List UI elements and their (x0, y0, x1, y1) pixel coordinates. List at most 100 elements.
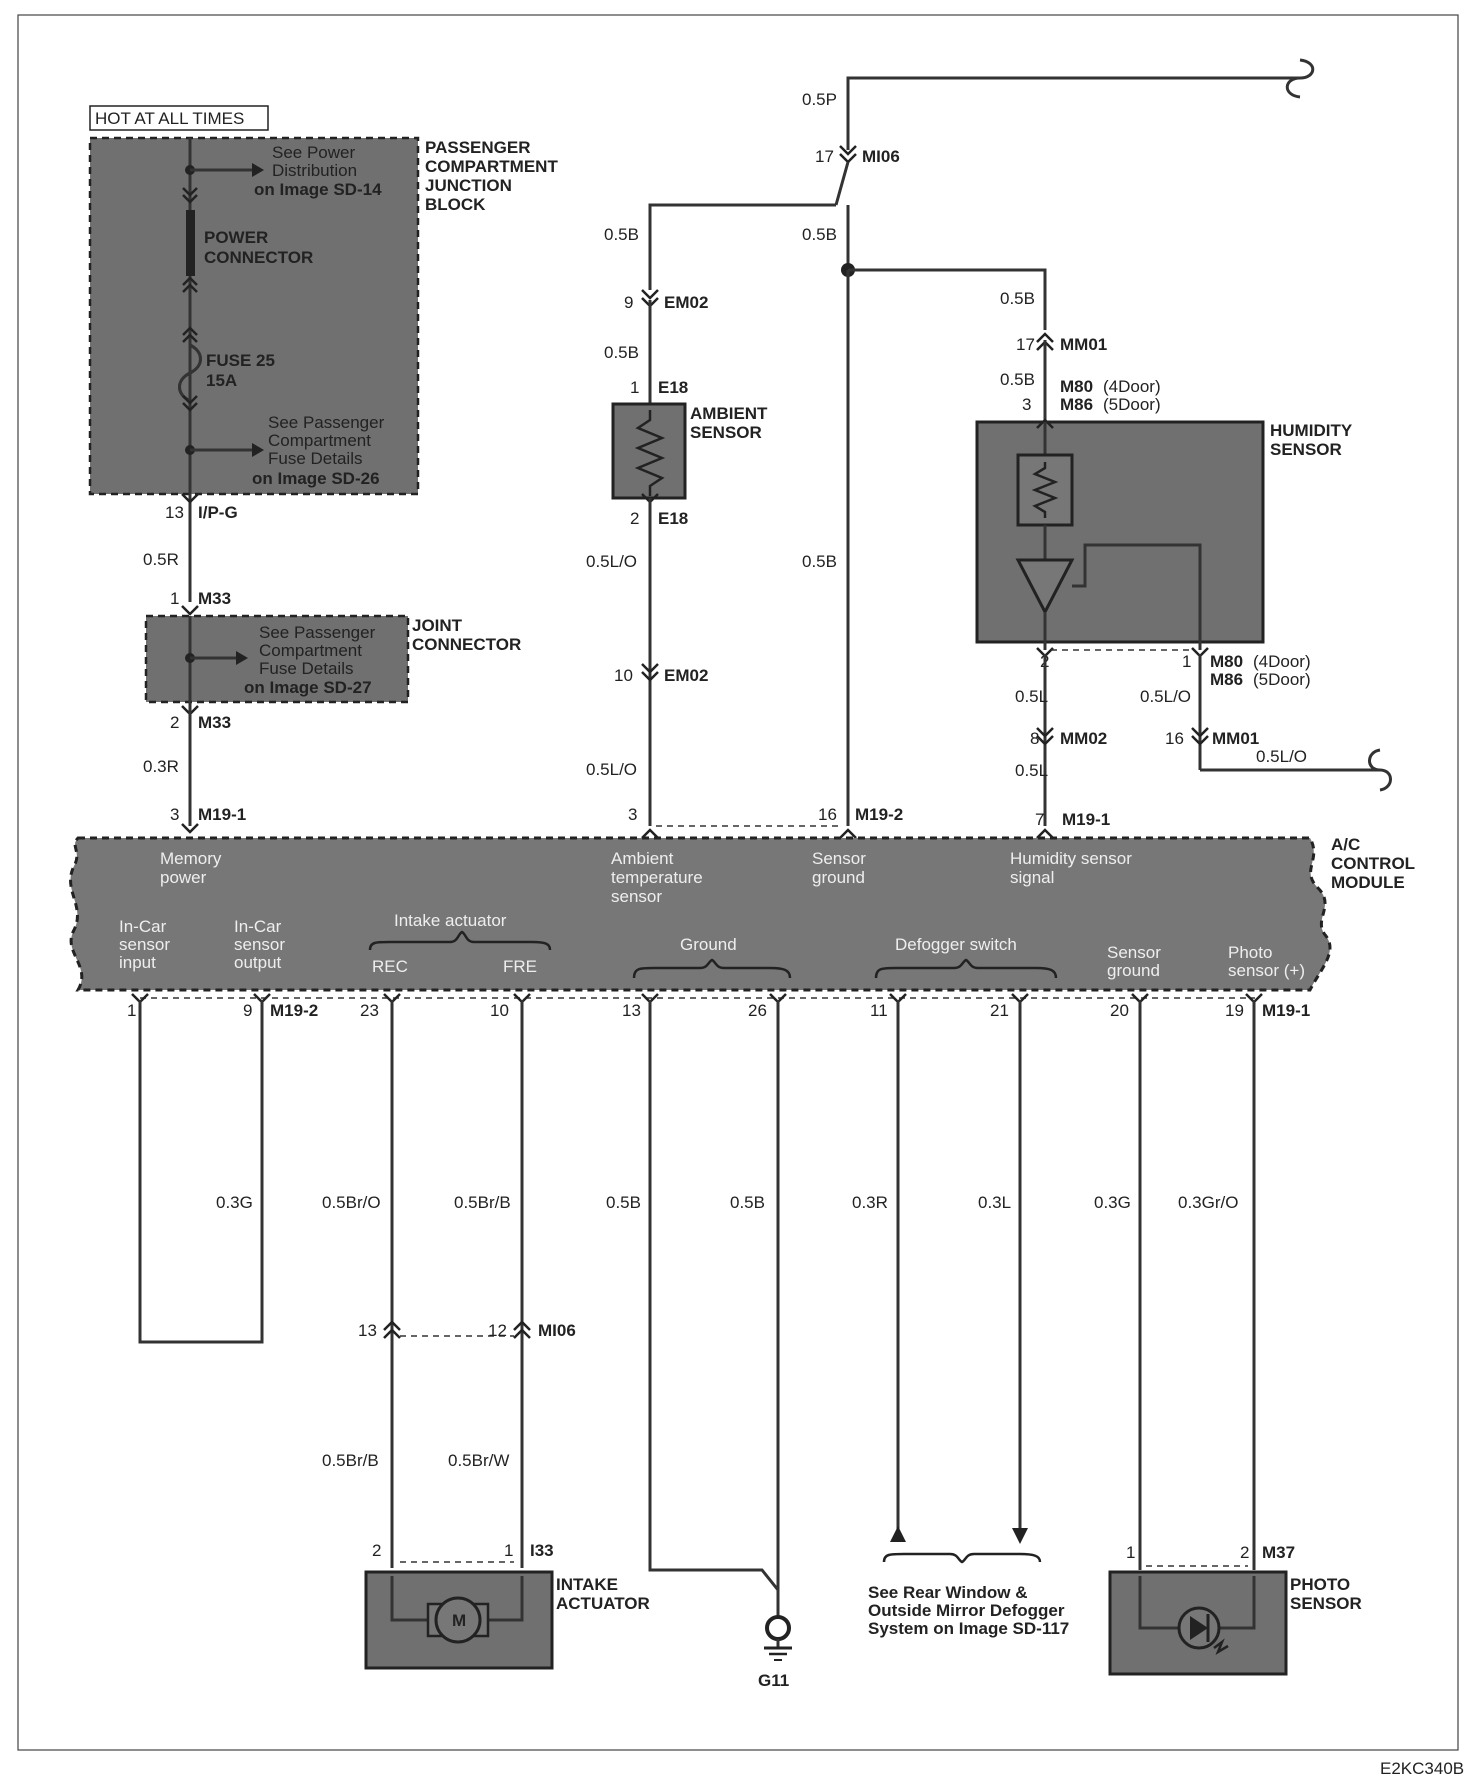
joint-ref-line2: Compartment (259, 641, 362, 660)
conn-m86-top: M86 (1060, 395, 1093, 414)
wire-03l: 0.3L (978, 1193, 1011, 1212)
module-title-1: A/C (1331, 835, 1360, 854)
power-ref-line2: Distribution (272, 161, 357, 180)
ambient-title-1: AMBIENT (690, 404, 768, 423)
conn-m80-4door: (4Door) (1103, 377, 1161, 396)
pin-23: 23 (360, 1001, 379, 1020)
module-defogger: Defogger switch (895, 935, 1017, 954)
pin-17-mm01: 17 (1016, 335, 1035, 354)
conn-e18-bottom: E18 (658, 509, 688, 528)
ac-control-module-box (69, 836, 1332, 992)
pin-3-m19-1: 3 (170, 805, 179, 824)
wire-05b-ambient: 0.5B (604, 343, 639, 362)
motor-label: M (452, 1611, 466, 1630)
amplifier-icon (1015, 558, 1075, 616)
conn-m80-bottom: M80 (1210, 652, 1243, 671)
conn-mi06-bottom: MI06 (538, 1321, 576, 1340)
module-intake-actuator: Intake actuator (394, 911, 507, 930)
wire-05b-mid: 0.5B (802, 225, 837, 244)
diagram-code: E2KC340B (1380, 1759, 1464, 1778)
wire-05lo-lower: 0.5L/O (586, 760, 637, 779)
defogger-ref-1: See Rear Window & (868, 1583, 1028, 1602)
conn-mm01-top: MM01 (1060, 335, 1107, 354)
fuse-ref-line3: Fuse Details (268, 449, 362, 468)
module-incar-input-3: input (119, 953, 156, 972)
joint-ref-line4: on Image SD-27 (244, 678, 372, 697)
wire-03g-photo: 0.3G (1094, 1193, 1131, 1212)
intake-brace (368, 930, 552, 951)
wire-05l-upper: 0.5L (1015, 687, 1048, 706)
module-sensor-ground2-1: Sensor (1107, 943, 1161, 962)
defogger-brace (874, 958, 1058, 979)
conn-mi06-top: MI06 (862, 147, 900, 166)
pin-9-m19-2: 9 (243, 1001, 252, 1020)
module-incar-input-1: In-Car (119, 917, 167, 936)
defogger-down-arrow-icon (1012, 1528, 1028, 1544)
fuse-ref-line4: on Image SD-26 (252, 469, 380, 488)
module-ambient-3: sensor (611, 887, 662, 906)
module-incar-output-3: output (234, 953, 282, 972)
wire-continuation-right (1368, 748, 1392, 792)
wire-03r: 0.3R (143, 757, 179, 776)
conn-m19-1-bottom: M19-1 (1262, 1001, 1310, 1020)
pin-19: 19 (1225, 1001, 1244, 1020)
pin-20: 20 (1110, 1001, 1129, 1020)
module-sensor-ground-2: ground (812, 868, 865, 887)
module-humidity-signal-2: signal (1010, 868, 1054, 887)
ground-point-icon (765, 1615, 791, 1641)
defogger-ref-3: System on Image SD-117 (868, 1619, 1069, 1638)
conn-em02-bottom: EM02 (664, 666, 708, 685)
conn-m86-5door-bottom: (5Door) (1253, 670, 1311, 689)
pin-3-m19-2: 3 (628, 805, 637, 824)
defogger-up-arrow-icon (890, 1526, 906, 1542)
hot-label-box (89, 105, 269, 131)
ground-g11: G11 (758, 1671, 789, 1690)
module-memory-power-2: power (160, 868, 207, 887)
wire-continuation-top (1285, 58, 1315, 99)
conn-m33-top: M33 (198, 589, 231, 608)
wire-03r-defogger: 0.3R (852, 1193, 888, 1212)
fuse-rating: 15A (206, 371, 237, 390)
pin-26: 26 (748, 1001, 767, 1020)
pin-9-em02: 9 (624, 293, 633, 312)
power-connector-line2: CONNECTOR (204, 248, 313, 267)
module-rec: REC (372, 957, 408, 976)
power-connector-line1: POWER (204, 228, 268, 247)
conn-e18-top: E18 (658, 378, 688, 397)
page-frame (17, 14, 1459, 1751)
module-ambient-2: temperature (611, 868, 703, 887)
module-humidity-signal-1: Humidity sensor (1010, 849, 1132, 868)
pin-1-m37: 1 (1126, 1543, 1135, 1562)
defogger-ref-brace (882, 1552, 1042, 1564)
wire-05b-left: 0.5B (604, 225, 639, 244)
pin-3-m80: 3 (1022, 395, 1031, 414)
conn-m33-bottom: M33 (198, 713, 231, 732)
pin-12-mi06: 12 (488, 1321, 507, 1340)
pin-1-m33: 1 (170, 589, 179, 608)
hot-label: HOT AT ALL TIMES (95, 109, 244, 128)
power-ref-line3: on Image SD-14 (254, 180, 382, 199)
defogger-ref-2: Outside Mirror Defogger (868, 1601, 1065, 1620)
pcjb-title-2: COMPARTMENT (425, 157, 558, 176)
thermistor-icon (634, 410, 666, 496)
module-photo-plus-2: sensor (+) (1228, 961, 1305, 980)
pcjb-title-3: JUNCTION (425, 176, 512, 195)
power-ref-line1: See Power (272, 143, 355, 162)
wire-05b-ground-1: 0.5B (606, 1193, 641, 1212)
photo-title-1: PHOTO (1290, 1575, 1350, 1594)
module-fre: FRE (503, 957, 537, 976)
photo-title-2: SENSOR (1290, 1594, 1362, 1613)
module-memory-power-1: Memory (160, 849, 222, 868)
wire-03g-incar: 0.3G (216, 1193, 253, 1212)
incar-sensor-loop (138, 1000, 264, 1344)
conn-m80-top: M80 (1060, 377, 1093, 396)
wire-05brb-lower: 0.5Br/B (322, 1451, 379, 1470)
pin-2-m37: 2 (1240, 1543, 1249, 1562)
humidity-title-2: SENSOR (1270, 440, 1342, 459)
wire-05p: 0.5P (802, 90, 837, 109)
wire-05lo-upper: 0.5L/O (586, 552, 637, 571)
wire-03gro: 0.3Gr/O (1178, 1193, 1238, 1212)
intake-title-2: ACTUATOR (556, 1594, 650, 1613)
wire-05lo-humidity: 0.5L/O (1140, 687, 1191, 706)
pin-10: 10 (490, 1001, 509, 1020)
